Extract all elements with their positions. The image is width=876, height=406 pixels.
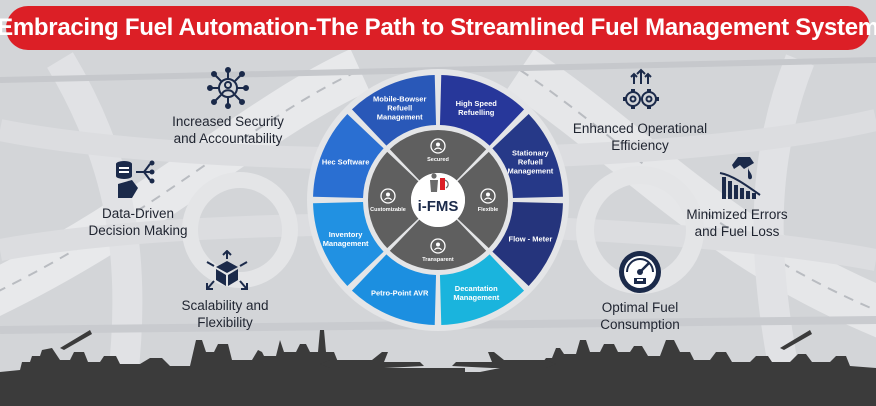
center-hub — [411, 173, 465, 227]
inner-segment-0 — [389, 130, 487, 181]
fuel-pump-person-icon — [430, 173, 449, 192]
inner-segment-label-2: Transparent — [422, 257, 454, 263]
feature-increased-security: Increased Security and Accountability — [172, 114, 284, 146]
feature-optimal-fuel: Optimal Fuel Consumption — [600, 300, 680, 332]
page-title: Embracing Fuel Automation-The Path to St… — [0, 14, 876, 41]
feature-scalability: Scalability and Flexibility — [181, 298, 269, 330]
fuel-nozzle-chart-icon — [719, 157, 761, 199]
outer-segment-1 — [439, 75, 525, 146]
inner-segment-label-3: Customizable — [370, 207, 406, 213]
outer-segment-5 — [351, 254, 437, 325]
inner-segment-label-1: Flexible — [478, 207, 498, 213]
outer-segment-2 — [492, 113, 563, 199]
ifms-logo: i-FMS — [418, 198, 459, 215]
title-banner: Embracing Fuel Automation-The Path to St… — [0, 6, 876, 50]
feature-data-driven: Data-Driven Decision Making — [88, 206, 188, 238]
inner-segment-label-0: Secured — [427, 157, 449, 163]
gears-up-icon — [623, 68, 659, 109]
gear-icon — [430, 238, 446, 254]
outer-segment-3 — [492, 201, 563, 287]
feature-minimized-errors: Minimized Errors and Fuel Loss — [686, 207, 788, 239]
outer-segment-4 — [439, 254, 525, 325]
lock-person-icon — [430, 138, 446, 154]
bulb-person-icon — [380, 188, 396, 204]
outer-segment-6 — [313, 201, 384, 287]
fuel-gauge-icon — [619, 251, 661, 293]
outer-segment-0 — [351, 75, 437, 146]
data-hand-icon — [116, 160, 155, 198]
outer-segment-7 — [313, 113, 384, 199]
outer-segment-label-3: Flow - Meter — [509, 234, 553, 243]
devices-icon — [480, 188, 496, 204]
outer-segment-label-5: Petro-Point AVR — [371, 288, 429, 297]
cube-arrows-icon — [206, 250, 248, 290]
outer-segment-label-7: Hec Software — [322, 158, 370, 167]
feature-operational-efficiency: Enhanced Operational Efficiency — [572, 121, 708, 153]
network-person-icon — [207, 67, 249, 109]
